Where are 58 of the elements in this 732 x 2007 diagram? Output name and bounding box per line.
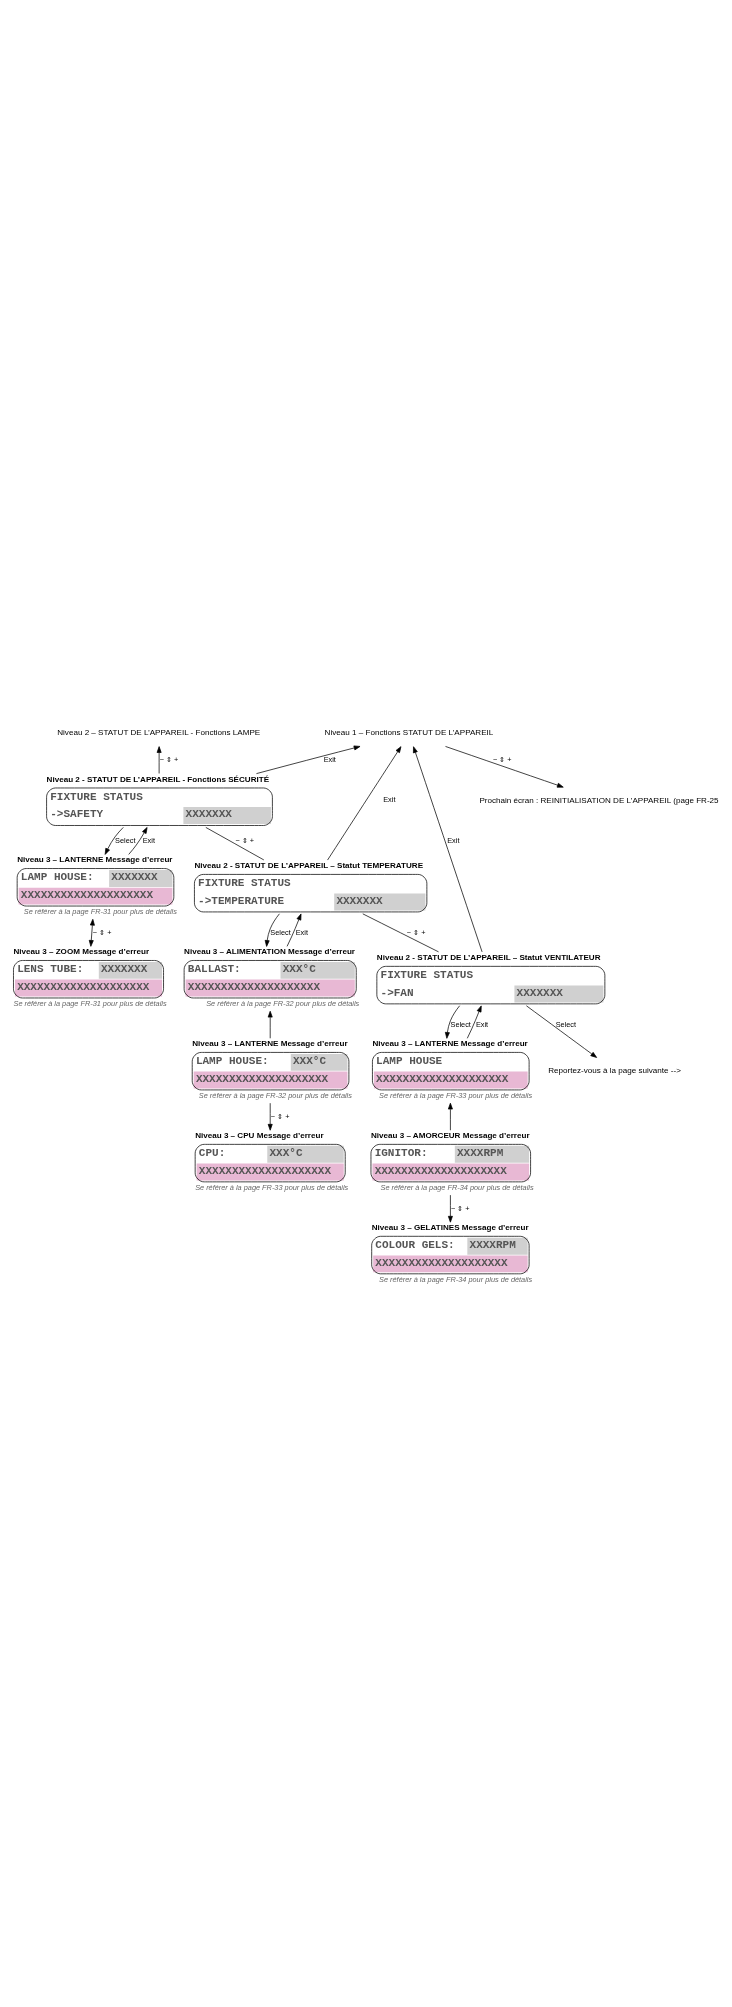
- arrow: [413, 746, 483, 953]
- arrow: [327, 746, 402, 861]
- node-label: Se référer à la page FR-31 pour plus de détails: [13, 999, 167, 1009]
- node-label: Niveau 2 - STATUT DE L’APPAREIL – Statut TEMPERATURE: [194, 861, 424, 871]
- edge-label: Exit: [323, 754, 336, 764]
- node-label: Niveau 3 – LANTERNE Message d’erreur: [372, 1039, 528, 1049]
- edge-label: − ⇕ +: [270, 1111, 290, 1121]
- node-label: Se référer à la page FR-34 pour plus de détails: [380, 1182, 534, 1192]
- node-label: Niveau 3 – LANTERNE Message d’erreur: [192, 1039, 348, 1049]
- edge-label: − ⇕ +: [406, 927, 426, 937]
- edge-label: − ⇕ +: [492, 754, 512, 764]
- connector: [205, 827, 265, 861]
- node-text: Niveau 2 – STATUT DE L’APPAREIL - Fonctions LAMPE: [57, 728, 261, 738]
- node-label: Se référer à la page FR-34 pour plus de détails: [379, 1274, 533, 1284]
- arrow: [88, 918, 95, 947]
- arrow: [267, 1010, 273, 1039]
- edge-label: Exit: [142, 835, 155, 845]
- node-label: Se référer à la page FR-33 pour plus de détails: [379, 1091, 533, 1101]
- edge-label: − ⇕ +: [235, 835, 255, 845]
- edge-label: Exit: [295, 927, 308, 937]
- node-text: Reportez-vous à la page suivante -->: [548, 1065, 681, 1075]
- edge-label: Exit: [447, 835, 460, 845]
- node-label: Niveau 2 - STATUT DE L’APPAREIL - Fonctions SÉCURITÉ: [46, 774, 270, 784]
- arrow: [286, 913, 302, 947]
- edge-label: Select: [555, 1019, 577, 1029]
- arrow: [156, 746, 162, 774]
- node-label: Niveau 3 – ALIMENTATION Message d’erreur: [184, 947, 356, 957]
- node-label: Niveau 3 – LANTERNE Message d’erreur: [17, 855, 173, 865]
- edge-label: − ⇕ +: [451, 1203, 470, 1213]
- arrow: [267, 1102, 273, 1131]
- node-label: Se référer à la page FR-32 pour plus de détails: [206, 999, 360, 1009]
- node-label: Niveau 2 - STATUT DE L’APPAREIL – Statut VENTILATEUR: [376, 953, 601, 963]
- node-label: Se référer à la page FR-33 pour plus de détails: [195, 1182, 349, 1192]
- node-text: Prochain écran : REINITIALISATION DE L’APPAREIL (page FR-25: [479, 795, 719, 805]
- arrow: [444, 1005, 460, 1039]
- edge-label: Exit: [383, 795, 396, 805]
- node-label: Niveau 3 – CPU Message d’erreur: [195, 1131, 324, 1141]
- node-label: Se référer à la page FR-32 pour plus de détails: [198, 1091, 352, 1101]
- edge-label: Select: [270, 927, 291, 937]
- edge-label: Exit: [475, 1019, 489, 1029]
- arrow: [445, 746, 564, 788]
- arrow: [448, 1194, 453, 1223]
- arrow: [526, 1005, 597, 1058]
- node-label: Se référer à la page FR-31 pour plus de détails: [23, 907, 177, 917]
- arrow: [466, 1005, 482, 1039]
- arrow: [448, 1102, 453, 1131]
- arrow: [128, 827, 148, 855]
- node-label: Niveau 3 – AMORCEUR Message d’erreur: [370, 1131, 530, 1141]
- edge-label: − ⇕ +: [159, 754, 179, 764]
- edge-label: − ⇕ +: [92, 927, 112, 937]
- edge-label: Select: [115, 835, 136, 845]
- node-label: Niveau 3 – GELATINES Message d’erreur: [371, 1223, 529, 1233]
- node-text: Niveau 1 – Fonctions STATUT DE L’APPAREIL: [324, 728, 494, 738]
- arrow: [264, 913, 280, 947]
- edge-label: Select: [450, 1019, 471, 1029]
- arrow: [104, 827, 124, 855]
- node-label: Niveau 3 – ZOOM Message d’erreur: [13, 947, 150, 957]
- arrow: [256, 745, 361, 774]
